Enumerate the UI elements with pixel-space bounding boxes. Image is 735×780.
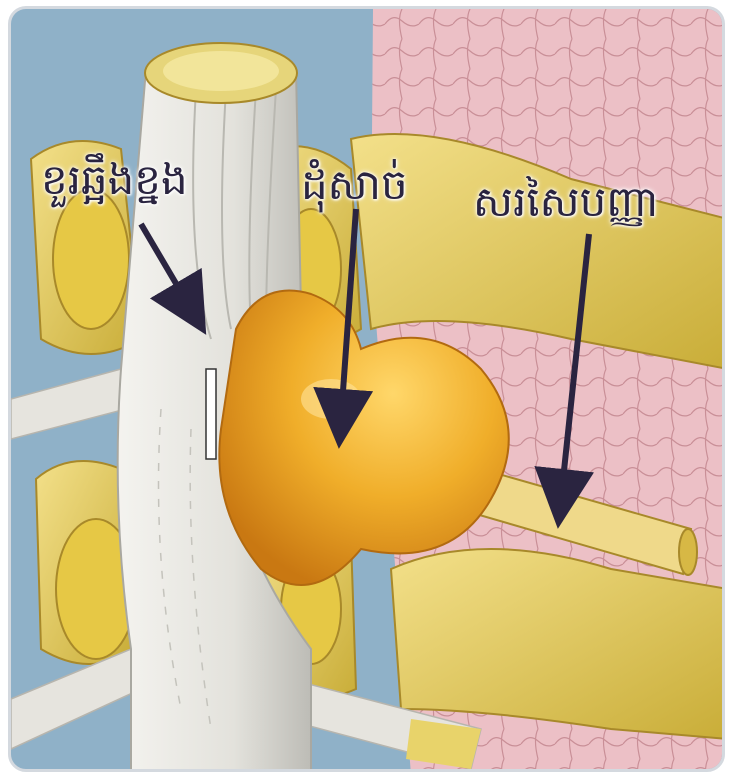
label-spinal-cord: ខួរឆ្អឹងខ្នង — [41, 159, 188, 201]
label-disc-herniation: ដុំសាច់ — [301, 164, 408, 206]
spine-illustration — [11, 9, 725, 772]
label-nerve: សរសៃបញ្ញា — [473, 181, 659, 223]
illustration-frame: ខួរឆ្អឹងខ្នង ដុំសាច់ សរសៃបញ្ញា — [8, 6, 725, 772]
